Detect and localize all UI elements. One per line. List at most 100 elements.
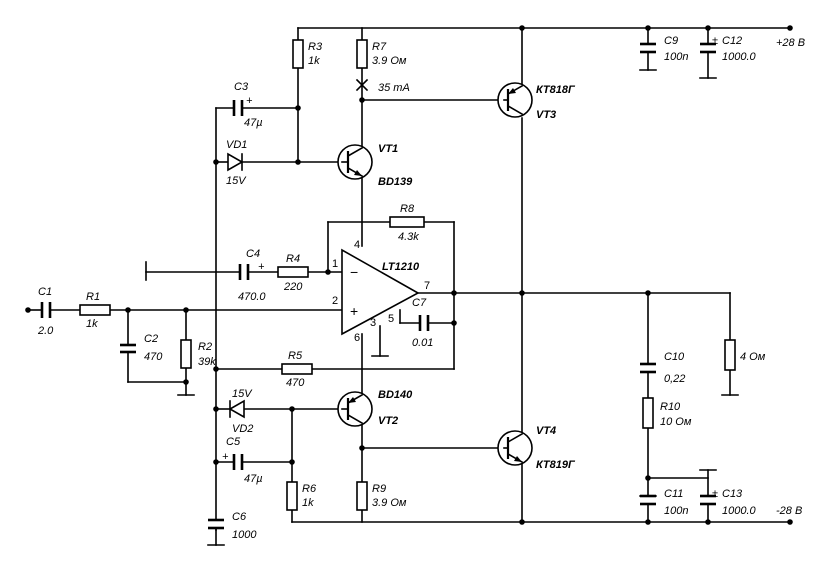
opamp-pin-4: 4 <box>354 239 360 251</box>
resistor-r9 <box>356 481 368 511</box>
capacitor-c5 <box>232 454 244 470</box>
capacitor-c12 <box>700 42 716 54</box>
c10-ref: C10 <box>664 351 685 363</box>
c4-ref: C4 <box>246 248 260 260</box>
c3-ref: C3 <box>234 81 249 93</box>
r4-ref: R4 <box>286 253 300 265</box>
c12-polarity: ± <box>712 35 718 47</box>
c13-polarity: ± <box>712 488 718 500</box>
vt3-part: КТ818Г <box>536 84 576 96</box>
vt2-part: BD140 <box>378 389 413 401</box>
vt1-part: BD139 <box>378 176 413 188</box>
capacitor-c4 <box>238 264 250 280</box>
transistor-vt4 <box>497 430 533 466</box>
c6-value: 1000 <box>232 529 257 541</box>
opamp-pin-7: 7 <box>424 280 430 292</box>
vd1-ref: VD1 <box>226 139 247 151</box>
capacitor-c11 <box>640 494 656 506</box>
capacitor-c6 <box>208 518 224 531</box>
r6-ref: R6 <box>302 483 317 495</box>
transistor-vt1 <box>337 144 373 180</box>
c13-value: 1000.0 <box>722 505 757 517</box>
current-measure-cross <box>355 78 369 92</box>
vt3-ref: VT3 <box>536 109 556 121</box>
c10-value: 0,22 <box>664 373 685 385</box>
diode-vd2 <box>228 399 245 419</box>
r8-value: 4.3k <box>398 231 419 243</box>
opamp-pin-3: 3 <box>370 317 376 329</box>
transistor-vt2 <box>337 391 373 427</box>
r6-value: 1k <box>302 497 314 509</box>
opamp-pin-6: 6 <box>354 332 360 344</box>
c2-value: 470 <box>144 351 163 363</box>
vt4-part: КТ819Г <box>536 459 576 471</box>
junctions <box>25 25 793 525</box>
resistor-r10 <box>642 397 654 429</box>
c5-ref: C5 <box>226 436 241 448</box>
capacitor-c10 <box>640 362 656 374</box>
opamp-noninverting-sign: + <box>350 303 358 319</box>
c3-value: 47µ <box>244 117 263 129</box>
r8-ref: R8 <box>400 203 415 215</box>
opamp-pin-5: 5 <box>388 313 394 325</box>
capacitor-c1 <box>40 302 52 318</box>
c9-ref: C9 <box>664 35 678 47</box>
r3-value: 1k <box>308 55 320 67</box>
c5-polarity: + <box>222 451 229 463</box>
r5-value: 470 <box>286 377 305 389</box>
r9-value: 3.9 Ом <box>372 497 407 509</box>
vt4-ref: VT4 <box>536 425 556 437</box>
resistor-r1 <box>79 304 111 316</box>
r5-ref: R5 <box>288 350 303 362</box>
capacitor-c7 <box>418 315 430 331</box>
c4-value: 470.0 <box>238 291 266 303</box>
r10-ref: R10 <box>660 401 681 413</box>
resistor-r3 <box>292 39 304 69</box>
resistor-r7 <box>356 39 368 69</box>
c1-ref: C1 <box>38 286 52 298</box>
r3-ref: R3 <box>308 41 323 53</box>
opamp-part: LT1210 <box>382 261 420 273</box>
resistors <box>79 39 736 511</box>
resistor-r5 <box>281 363 313 375</box>
resistor-r6 <box>286 481 298 511</box>
r2-ref: R2 <box>198 341 212 353</box>
transistor-vt3 <box>497 82 533 118</box>
r7-value: 3.9 Ом <box>372 55 407 67</box>
load-value: 4 Ом <box>740 351 766 363</box>
wires <box>27 27 791 546</box>
r1-value: 1k <box>86 318 98 330</box>
rail-positive: +28 В <box>776 37 805 49</box>
capacitor-c13 <box>700 494 716 506</box>
load-resistor <box>724 339 736 371</box>
c11-ref: C11 <box>664 488 683 500</box>
r10-value: 10 Ом <box>660 416 692 428</box>
r2-value: 39k <box>198 356 216 368</box>
c13-ref: C13 <box>722 488 743 500</box>
resistor-r2 <box>180 339 192 369</box>
resistor-r4 <box>277 266 309 278</box>
c1-value: 2.0 <box>37 325 54 337</box>
opamp-pin-1: 1 <box>332 258 338 270</box>
c5-value: 47µ <box>244 473 263 485</box>
current-note: 35 mA <box>378 82 410 94</box>
diode-vd1 <box>227 152 244 172</box>
c3-polarity: + <box>246 95 253 107</box>
c12-ref: C12 <box>722 35 742 47</box>
c7-ref: C7 <box>412 297 427 309</box>
labels: C1 2.0 R1 1k C2 470 R2 39k C3 + 47µ VD1 … <box>37 35 805 541</box>
c4-polarity: + <box>258 261 265 273</box>
vt2-ref: VT2 <box>378 415 398 427</box>
c11-value: 100n <box>664 505 688 517</box>
opamp-inverting-sign: − <box>350 264 358 280</box>
c9-value: 100n <box>664 51 688 63</box>
vd2-value: 15V <box>232 388 253 400</box>
capacitor-c2 <box>120 343 136 354</box>
vt1-ref: VT1 <box>378 143 398 155</box>
opamp-pin-2: 2 <box>332 295 338 307</box>
rail-negative: -28 В <box>776 505 802 517</box>
capacitor-c9 <box>640 42 656 54</box>
vd2-ref: VD2 <box>232 423 253 435</box>
r7-ref: R7 <box>372 41 387 53</box>
